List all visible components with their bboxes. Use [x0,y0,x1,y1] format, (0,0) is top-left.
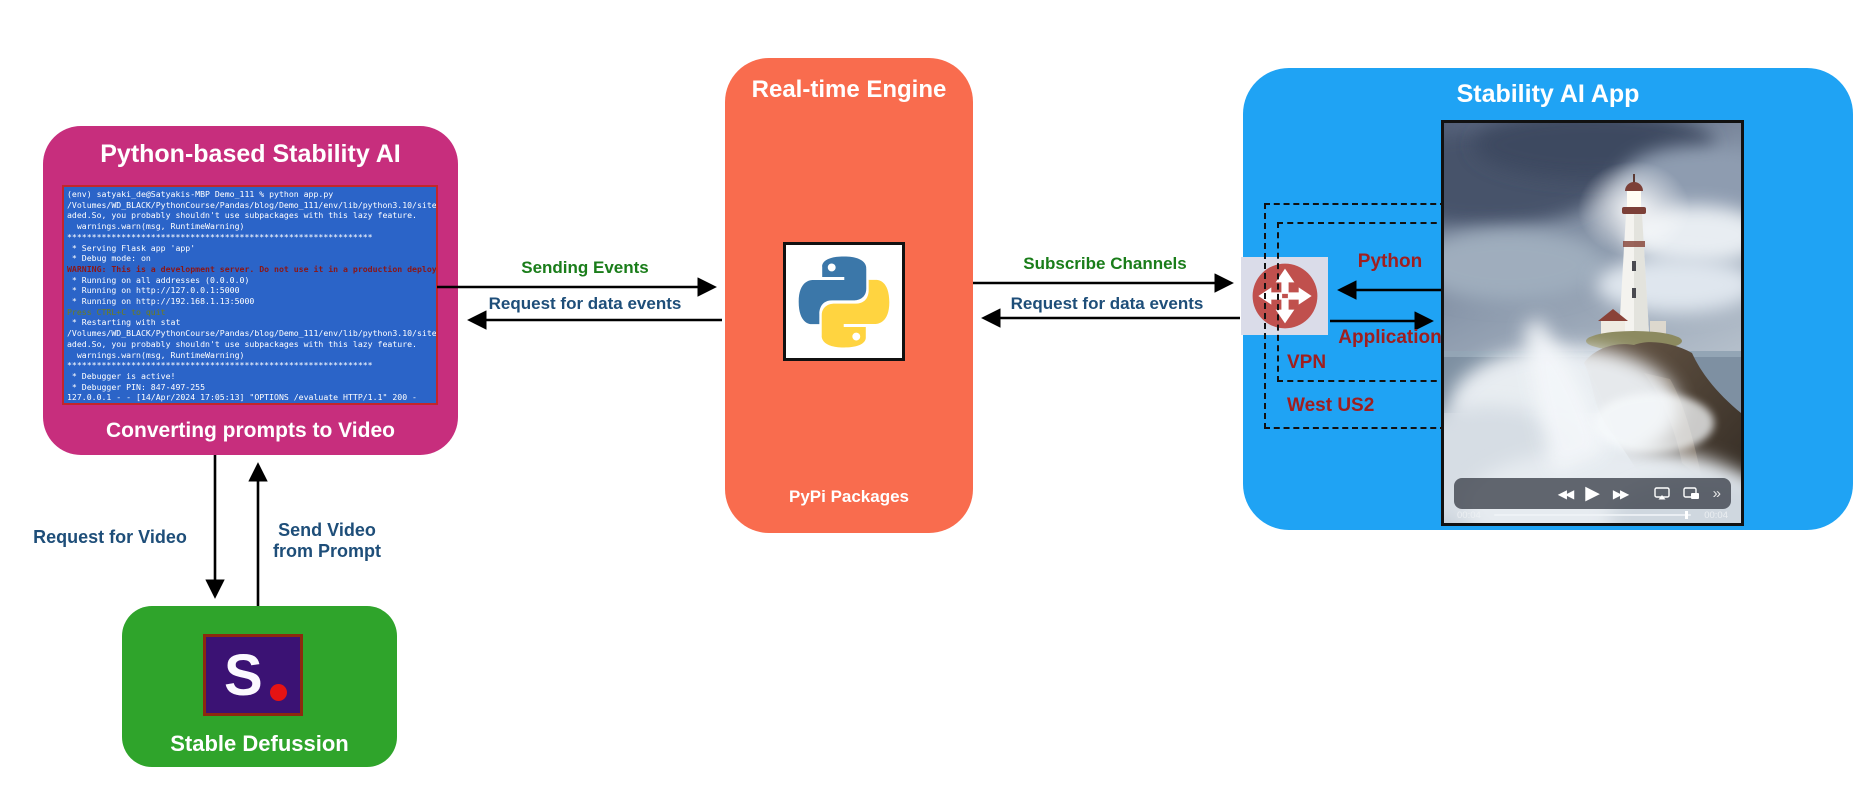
python-logo-icon [798,255,890,348]
terminal-line: WARNING: This is a development server. D… [67,263,437,274]
sending-events-label: Sending Events [521,258,649,277]
subscribe-channels-label: Subscribe Channels [1023,254,1187,273]
stability-app-title: Stability AI App [1456,80,1640,108]
terminal-line: ****************************************… [67,231,373,242]
terminal-line: * Running on all addresses (0.0.0.0) [67,274,250,285]
terminal-line: * Debug mode: on [67,253,151,264]
terminal-line: /Volumes/WD_BLACK/PythonCourse/Pandas/bl… [67,328,437,339]
duration-label: 00:04 [1704,510,1728,521]
terminal-line: * Debugger is active! [67,370,176,381]
more-controls-icon[interactable]: » [1712,485,1721,502]
stability-logo-letter: S [224,643,263,708]
terminal-line: warnings.warn(msg, RuntimeWarning) [67,221,245,232]
terminal-output: (env) satyaki_de@Satyakis-MBP Demo_111 %… [64,187,437,403]
send-video-label-line1: Send Video [278,520,376,540]
terminal-line: * Debugger PIN: 847-497-255 [67,381,206,392]
stable-defussion-box: S Stable Defussion [122,606,397,767]
realtime-engine-title: Real-time Engine [751,76,947,103]
terminal-line: (env) satyaki_de@Satyakis-MBP Demo_111 %… [67,189,334,199]
stability-logo: S [203,634,303,716]
terminal-line: Press CTRL+C to quit [67,306,166,317]
terminal-line: warnings.warn(msg, RuntimeWarning) [67,349,245,360]
stable-defussion-caption: Stable Defussion [170,731,349,756]
send-video-label-line2: from Prompt [273,541,381,561]
playhead[interactable] [1685,511,1688,519]
rewind-icon[interactable]: ◀◀ [1557,486,1575,501]
request-data-right-label: Request for data events [1010,294,1204,313]
terminal-line: aded.So, you probably shouldn't use subp… [67,210,417,221]
python-stability-box: Python-based Stability AI (env) satyaki_… [43,126,458,455]
request-video-label: Request for Video [33,527,187,547]
request-data-left-label: Request for data events [488,294,682,313]
terminal-line: * Running on http://192.168.1.13:5000 [67,296,255,307]
terminal-line: ****************************************… [67,360,373,371]
video-player[interactable]: ◀◀ ▶ ▶▶ » 00:04 [1441,120,1744,526]
fast-forward-icon[interactable]: ▶▶ [1612,486,1630,501]
terminal-line: /Volumes/WD_BLACK/PythonCourse/Pandas/bl… [67,199,437,210]
video-controls-bar: ◀◀ ▶ ▶▶ » [1454,478,1731,509]
terminal-line: * Restarting with stat [67,317,181,328]
westus2-label: West US2 [1287,395,1375,416]
stability-logo-dot [270,684,287,701]
terminal-line: * Serving Flask app 'app' [67,242,196,253]
video-timeline: 00:04 00:04 [1444,508,1741,522]
terminal-line: aded.So, you probably shouldn't use subp… [67,338,417,349]
realtime-engine-box: Real-time Engine PyPi Packages [725,58,973,533]
airplay-icon[interactable] [1653,487,1670,500]
router-glyph [1252,263,1317,329]
terminal-line: * Running on http://127.0.0.1:5000 [67,285,240,296]
terminal-line: 127.0.0.1 - - [14/Apr/2024 17:05:13] "OP… [67,392,417,403]
stability-app-box: Stability AI App [1241,68,1853,530]
pip-icon[interactable] [1682,487,1700,500]
lighthouse-video-still [1444,123,1741,523]
vpn-label: VPN [1287,352,1327,373]
send-video-label: Send Video from Prompt [262,520,392,562]
progress-bar[interactable] [1494,511,1691,519]
play-icon[interactable]: ▶ [1585,483,1600,504]
realtime-engine-caption: PyPi Packages [788,487,910,506]
router-icon [1241,257,1328,335]
python-stability-title: Python-based Stability AI [100,140,401,168]
python-stability-caption: Converting prompts to Video [106,419,395,442]
terminal-window: (env) satyaki_de@Satyakis-MBP Demo_111 %… [62,185,438,405]
application-label: Application [1338,327,1442,348]
python-label: Python [1357,251,1423,272]
current-time-label: 00:04 [1457,510,1481,521]
python-logo-frame [783,242,905,361]
